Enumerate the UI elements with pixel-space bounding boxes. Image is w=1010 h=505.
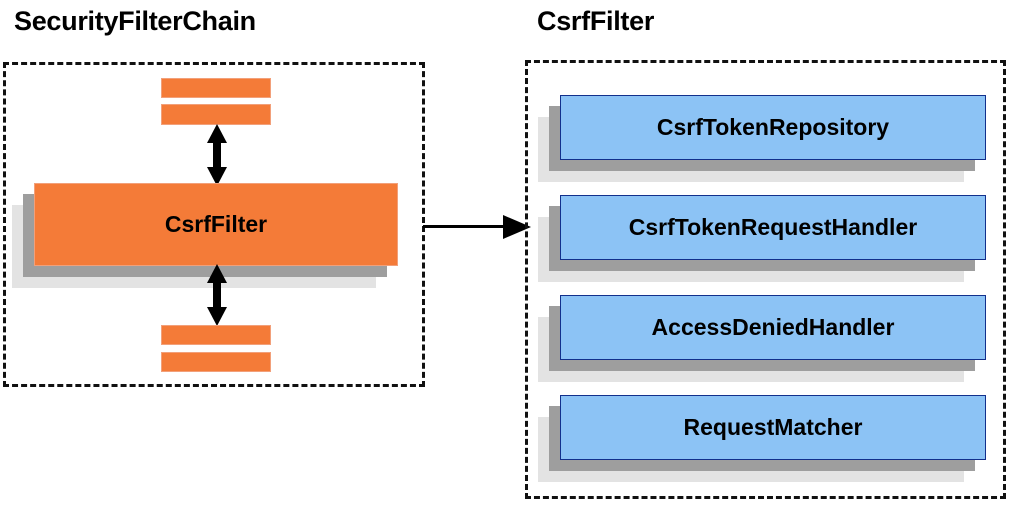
node-request-matcher-label: RequestMatcher [560,395,986,460]
node-csrf-filter[interactable]: CsrfFilter [12,183,398,288]
node-access-denied-handler[interactable]: AccessDeniedHandler [538,295,986,382]
node-csrf-token-repository-label: CsrfTokenRepository [560,95,986,160]
csrf-filter-detail-container [525,60,1006,499]
security-filter-chain-container [3,62,425,387]
node-csrf-token-request-handler-label: CsrfTokenRequestHandler [560,195,986,260]
connector-bottom-double-arrow [207,264,227,326]
node-csrf-filter-label: CsrfFilter [34,183,398,266]
node-request-matcher[interactable]: RequestMatcher [538,395,986,482]
node-access-denied-handler-label: AccessDeniedHandler [560,295,986,360]
node-csrf-token-repository[interactable]: CsrfTokenRepository [538,95,986,182]
panel-title-security-filter-chain: SecurityFilterChain [14,6,256,36]
filter-bar-top-1 [161,78,271,98]
filter-bar-bottom-1 [161,325,271,345]
connector-top-double-arrow [207,124,227,186]
filter-bar-bottom-2 [161,352,271,372]
connector-expand-arrow [423,215,531,239]
node-csrf-token-request-handler[interactable]: CsrfTokenRequestHandler [538,195,986,282]
panel-title-csrf-filter: CsrfFilter [537,6,655,36]
filter-bar-top-2 [161,104,271,125]
